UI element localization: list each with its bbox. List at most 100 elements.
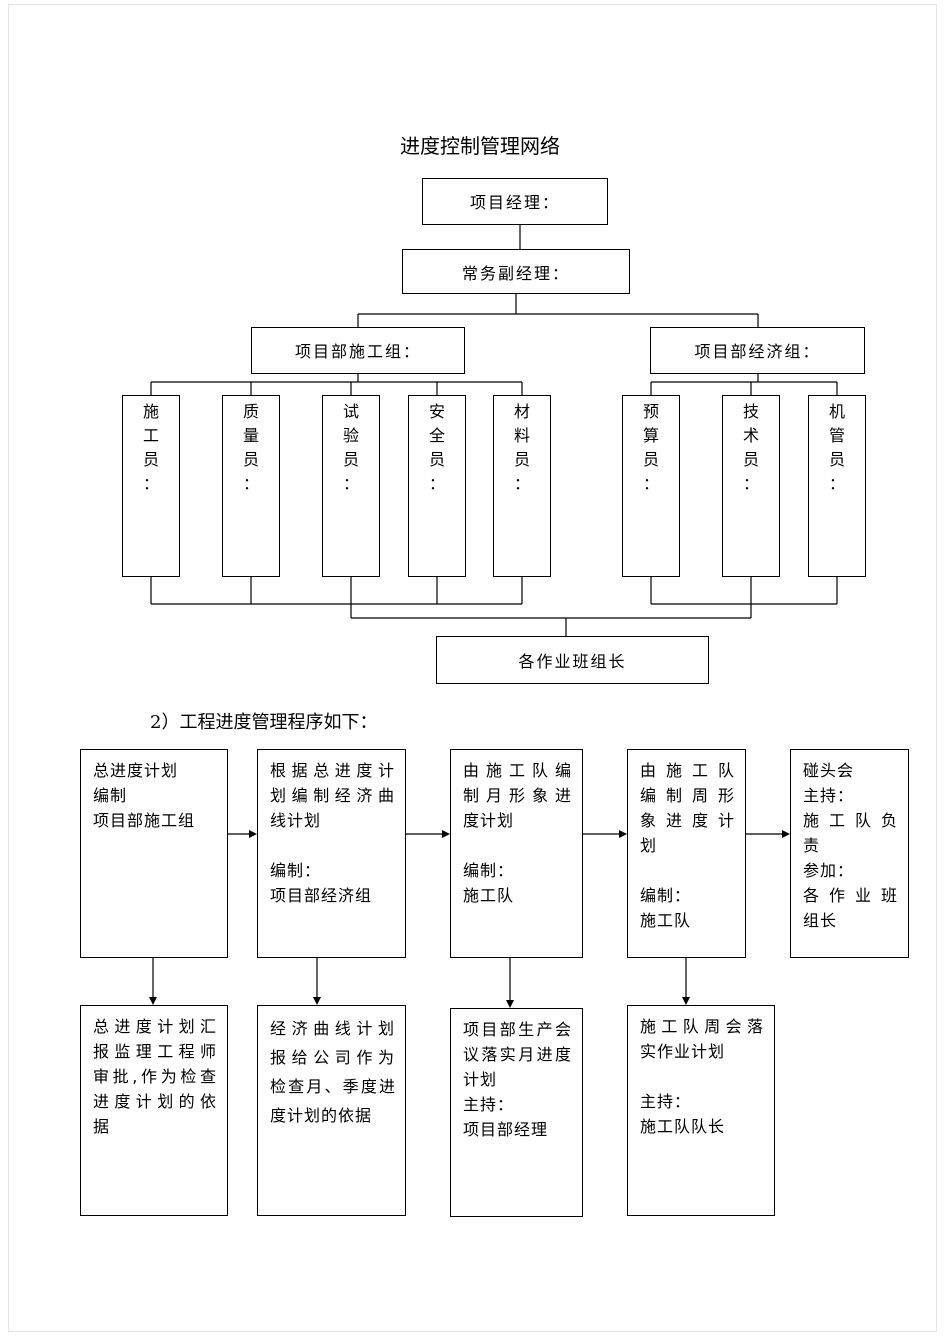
box-line — [640, 1064, 764, 1089]
box-line: 项目部经理 — [463, 1120, 549, 1139]
staff-box-tester: 试验员： — [322, 395, 380, 577]
box-line: 各作业班 — [803, 886, 898, 905]
box-line: 划 — [640, 836, 658, 855]
staff-char: 预 — [642, 402, 659, 421]
staff-char: 施 — [142, 402, 159, 421]
box-line — [640, 858, 735, 883]
staff-char: 试 — [342, 402, 359, 421]
box-line: 总进度计划汇 — [93, 1017, 217, 1036]
staff-char: 员 — [642, 450, 659, 469]
staff-box-quality: 质量员 ： — [222, 395, 280, 577]
staff-char: 管 — [828, 426, 845, 445]
procedure-box-weekly-meeting: 施工队周会落 实作业计划 主持： 施工队队长 — [627, 1005, 775, 1216]
box-line: 由施工队编 — [463, 761, 572, 780]
staff-char: ： — [828, 474, 845, 493]
economic-group-box: 项目部经济组： — [650, 327, 865, 374]
deputy-manager-label: 常务副经理： — [461, 264, 570, 283]
staff-char: 工 — [142, 426, 159, 445]
box-line: 项目部经济组 — [270, 886, 373, 905]
staff-char: 机 — [828, 402, 845, 421]
box-line: 组长 — [803, 911, 838, 930]
staff-char: 安 — [428, 402, 445, 421]
box-line: 编制 — [93, 786, 128, 805]
staff-char: 员 — [342, 450, 359, 469]
staff-char: 算 — [642, 426, 659, 445]
staff-box-constructor: 施工员： — [122, 395, 180, 577]
box-line: 度计划的依据 — [270, 1106, 373, 1125]
team-leaders-label: 各作业班组长 — [518, 652, 627, 671]
box-line — [270, 833, 395, 858]
box-line: 编制： — [640, 886, 692, 905]
box-line: 编制： — [463, 861, 515, 880]
staff-char: 员 — [428, 450, 445, 469]
box-line: 项目部生产会 — [463, 1020, 572, 1039]
box-line: 度计划 — [463, 811, 515, 830]
box-line: 审批,作为检查 — [93, 1067, 217, 1086]
staff-char: ： — [642, 474, 659, 493]
staff-char: ： — [513, 474, 530, 493]
box-line: 参加： — [803, 861, 855, 880]
project-manager-box: 项目经理： — [422, 178, 608, 225]
box-line: 施工队队长 — [640, 1117, 726, 1136]
procedure-box-economic-curve: 根据总进度计 划编制经济曲 线计划 编制： 项目部经济组 — [257, 749, 406, 958]
box-line: 议落实月进度 — [463, 1045, 572, 1064]
box-line: 象进度计 — [640, 811, 735, 830]
box-line: 线计划 — [270, 811, 322, 830]
staff-char: ： — [142, 474, 159, 493]
staff-char: 量 — [242, 426, 259, 445]
staff-box-machinery: 机管员 ： — [808, 395, 866, 577]
box-line: 检查月、季度进 — [270, 1077, 395, 1096]
box-line: 主持： — [640, 1092, 692, 1111]
procedure-box-briefing: 碰头会 主持： 施工队负 责 参加： 各作业班 组长 — [790, 749, 909, 958]
box-line: 编制： — [270, 861, 322, 880]
box-line: 施工队 — [463, 886, 515, 905]
box-line: 经济曲线计划 — [270, 1019, 395, 1038]
box-line: 报监理工程师 — [93, 1042, 217, 1061]
box-line: 进度计划的依 — [93, 1092, 217, 1111]
procedure-box-report-company: 经济曲线计划 报给公司作为 检查月、季度进 度计划的依据 — [257, 1005, 406, 1216]
staff-char: 材 — [513, 402, 530, 421]
box-line: 制月形象进 — [463, 786, 572, 805]
page-title: 进度控制管理网络 — [400, 134, 560, 158]
box-line: 由施工队 — [640, 761, 735, 780]
staff-char: ： — [242, 474, 259, 493]
box-line: 总进度计划 — [93, 761, 179, 780]
staff-char: 验 — [342, 426, 359, 445]
procedure-box-weekly-plan: 由施工队 编制周形 象进度计 划 编制： 施工队 — [627, 749, 746, 958]
staff-box-safety: 安全员 ： — [408, 395, 466, 577]
staff-box-budget: 预算员 ： — [622, 395, 680, 577]
staff-char: 质 — [242, 402, 259, 421]
box-line: 根据总进度计 — [270, 761, 395, 780]
staff-char: 料 — [513, 426, 530, 445]
staff-char: 员 — [242, 450, 259, 469]
box-line: 主持： — [463, 1095, 515, 1114]
staff-char: 技 — [742, 402, 759, 421]
staff-char: 员 — [513, 450, 530, 469]
staff-box-technician: 技术员： — [722, 395, 780, 577]
box-line: 划编制经济曲 — [270, 786, 395, 805]
box-line — [463, 833, 572, 858]
team-leaders-box: 各作业班组长 — [436, 636, 709, 684]
economic-group-label: 项目部经济组： — [694, 342, 821, 361]
box-line: 主持： — [803, 786, 855, 805]
procedure-box-monthly-plan: 由施工队编 制月形象进 度计划 编制： 施工队 — [450, 749, 583, 958]
staff-char: ： — [742, 474, 759, 493]
procedure-heading: 2）工程进度管理程序如下： — [150, 712, 378, 733]
page-border — [8, 4, 937, 1332]
box-line: 责 — [803, 836, 821, 855]
deputy-manager-box: 常务副经理： — [402, 249, 630, 294]
project-manager-label: 项目经理： — [469, 193, 560, 212]
box-line: 施工队周会落 — [640, 1017, 764, 1036]
staff-char: ： — [428, 474, 445, 493]
staff-box-material: 材料员 ： — [493, 395, 551, 577]
staff-char: 全 — [428, 426, 445, 445]
box-line: 实作业计划 — [640, 1042, 726, 1061]
box-line: 碰头会 — [803, 761, 855, 780]
box-line: 据 — [93, 1117, 111, 1136]
box-line: 施工队负 — [803, 811, 898, 830]
staff-char: 员 — [828, 450, 845, 469]
box-line: 项目部施工组 — [93, 811, 196, 830]
box-line: 编制周形 — [640, 786, 735, 805]
box-line: 报给公司作为 — [270, 1048, 395, 1067]
